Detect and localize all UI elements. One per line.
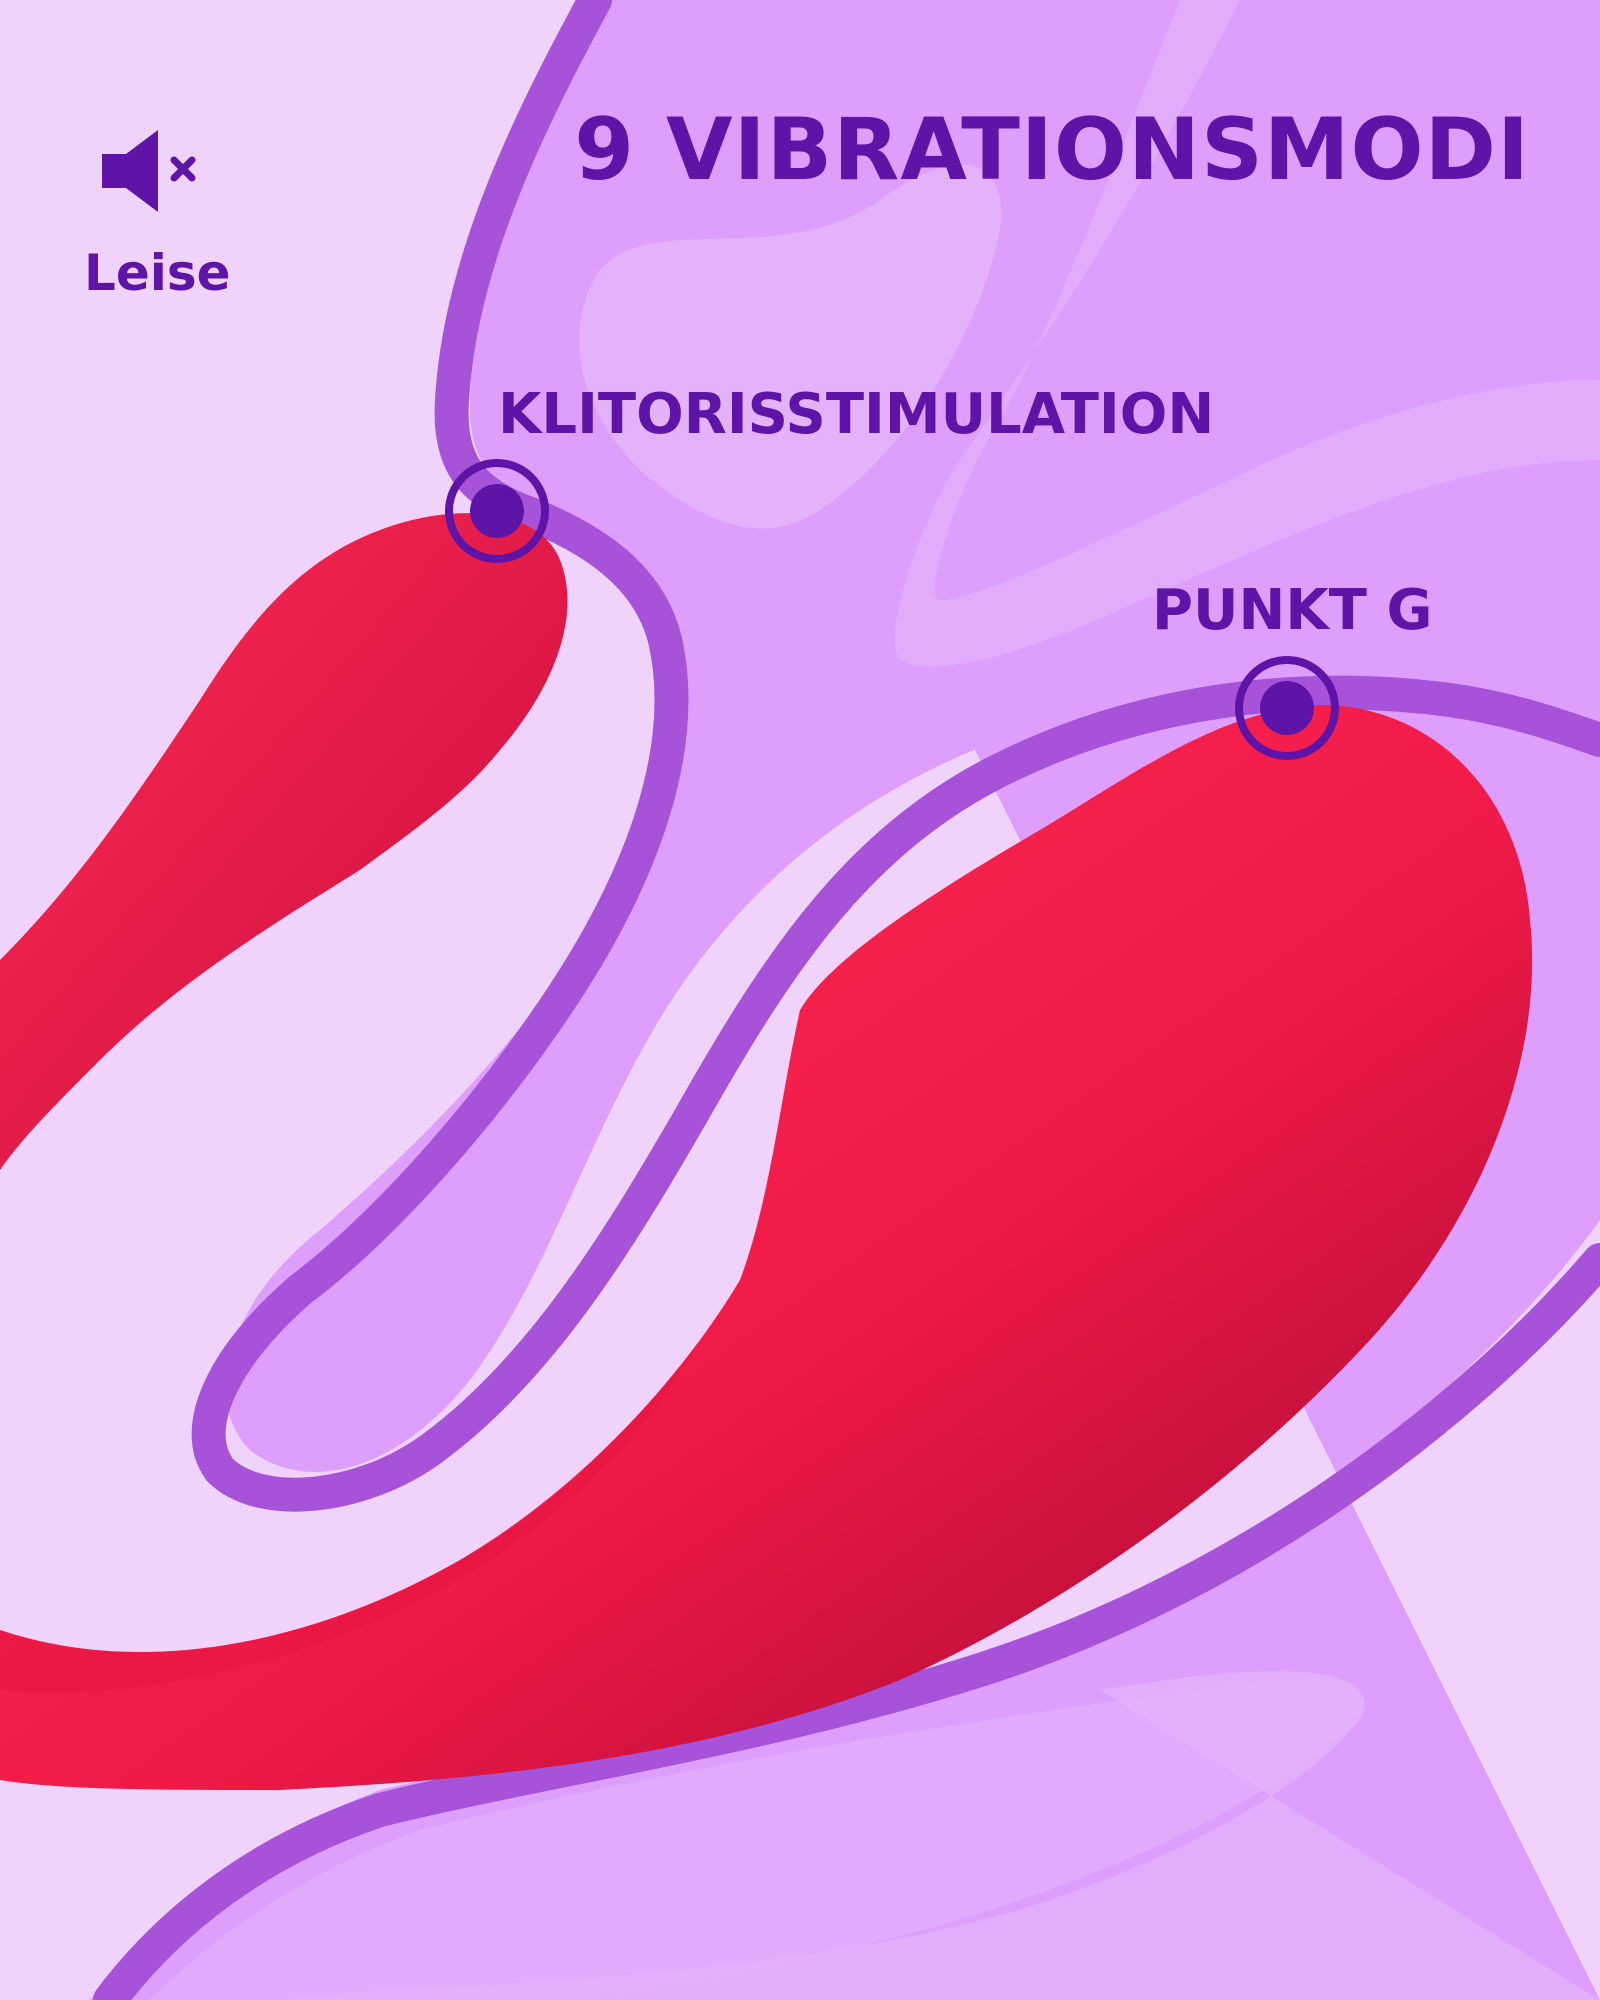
- product-main-body: [0, 705, 1533, 1790]
- hotspot-label-gspot: PUNKT G: [1152, 578, 1433, 643]
- hotspot-label-clitoral: KLITORISSTIMULATION: [498, 382, 1215, 447]
- hotspot-clitoral-marker: [445, 459, 549, 563]
- purple-wave-upper: [225, 0, 1600, 1472]
- silent-label: Leise: [84, 244, 231, 302]
- product-small-arm: [0, 513, 568, 1170]
- page-title: 9 VIBRATIONSMODI: [574, 100, 1530, 200]
- hotspot-gspot-marker: [1235, 656, 1339, 760]
- outline-curve-bottom: [93, 1243, 1600, 2000]
- speaker-muted-icon: [102, 130, 196, 212]
